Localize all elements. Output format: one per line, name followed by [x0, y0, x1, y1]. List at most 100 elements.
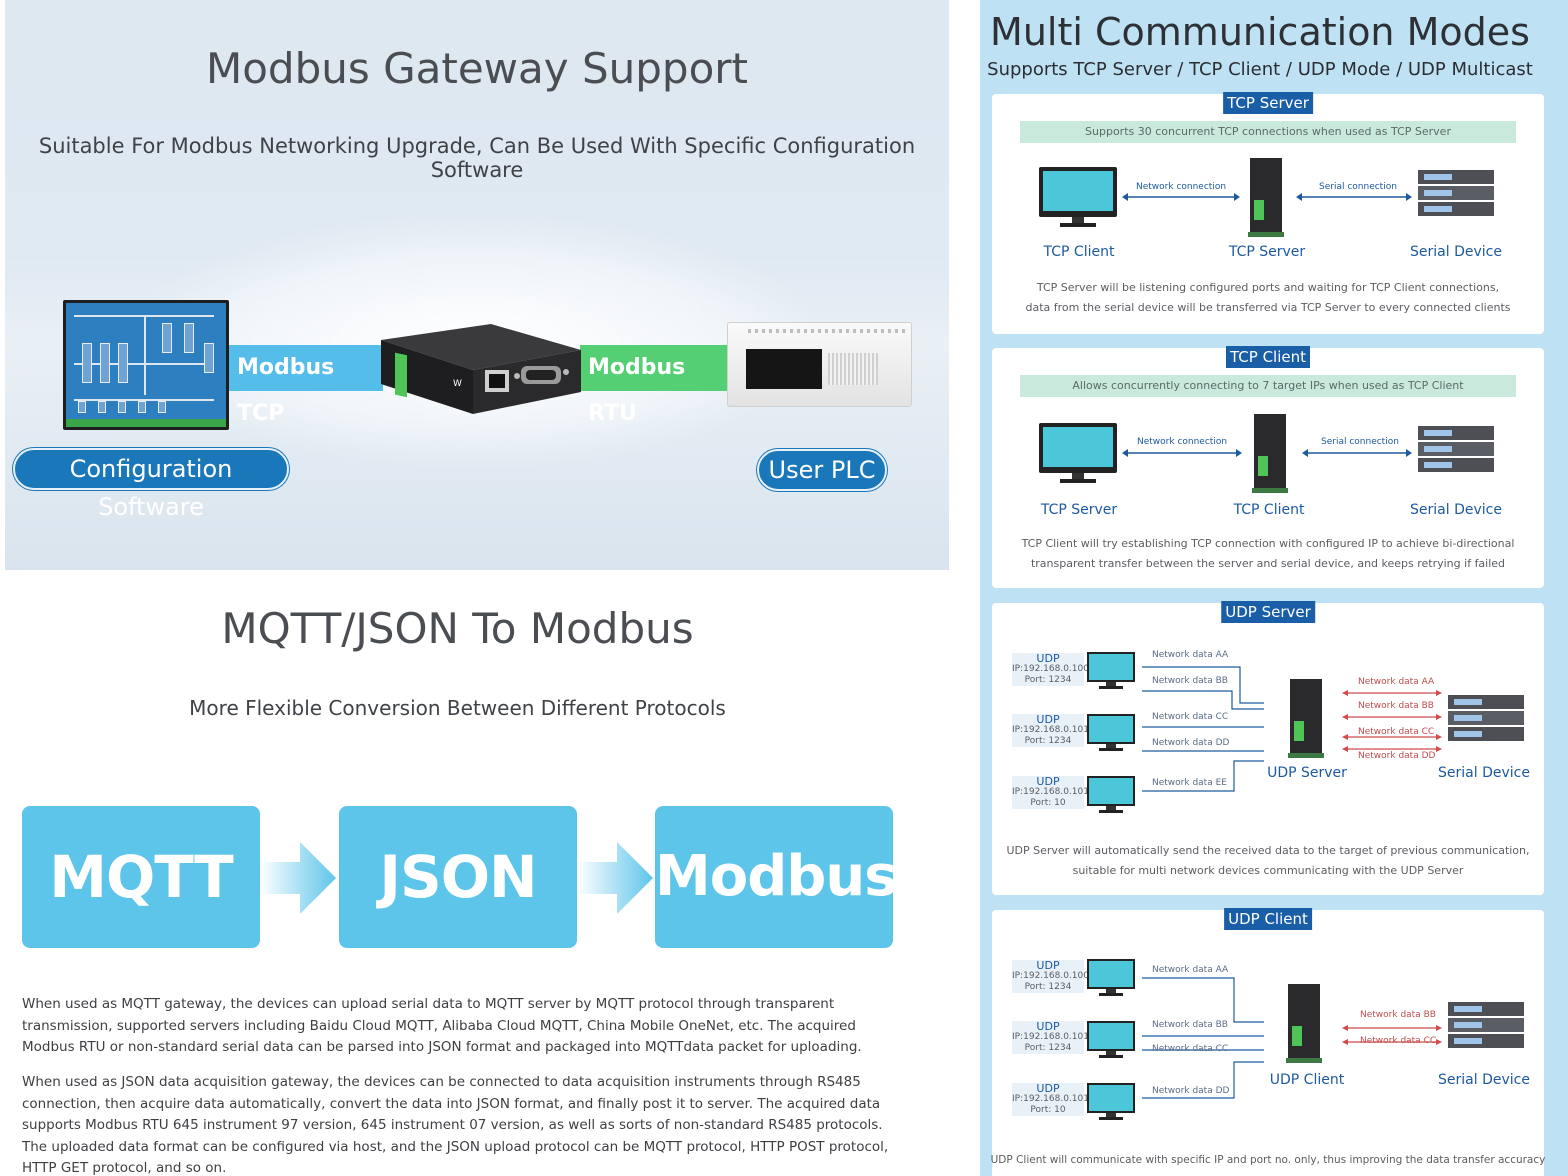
modbus-box: Modbus — [655, 806, 898, 948]
json-box: JSON — [339, 806, 577, 948]
arrow-right-icon — [577, 842, 653, 914]
network-data-label: Network data BB — [1152, 1020, 1228, 1030]
arrow-right-icon — [260, 842, 336, 914]
tcp-server-label: TCP Server — [1040, 502, 1118, 518]
serial-device-icon — [1418, 426, 1494, 472]
tcp-client-tag: TCP Client — [1226, 346, 1310, 368]
serial-connection-arrow — [1296, 193, 1412, 201]
udp-client-desc: UDP Client will communicate with specifi… — [990, 1154, 1546, 1166]
network-data-label: Network data CC — [1152, 712, 1229, 722]
gateway-device-icon — [1252, 414, 1288, 493]
tcp-server-label: TCP Server — [1228, 244, 1306, 260]
tcp-client-desc-2: transparent transfer between the server … — [1030, 557, 1506, 570]
serial-device-label: Serial Device — [1410, 502, 1502, 518]
monitor-icon — [1087, 652, 1135, 689]
gateway-subtitle: Suitable For Modbus Networking Upgrade, … — [38, 134, 916, 182]
modes-title: Multi Communication Modes — [990, 10, 1530, 54]
serial-device-label: Serial Device — [1438, 1072, 1530, 1088]
tcp-server-desc-1: TCP Server will be listening configured … — [1036, 281, 1500, 294]
udp-client-tag: UDP Client — [1224, 908, 1312, 930]
gateway-device-image: W — [381, 324, 581, 414]
serial-data-label: Network data BB — [1358, 701, 1434, 711]
serial-device-label: Serial Device — [1438, 765, 1530, 781]
tcp-client-label: TCP Client — [1233, 502, 1305, 518]
tcp-client-card: TCP Client Allows concurrently connectin… — [992, 346, 1544, 588]
tcp-server-desc-2: data from the serial device will be tran… — [1025, 301, 1511, 314]
tcp-client-band: Allows concurrently connecting to 7 targ… — [1020, 375, 1516, 397]
gateway-device-icon — [1248, 158, 1284, 237]
gateway-title: Modbus Gateway Support — [205, 44, 749, 93]
mqtt-box: MQTT — [22, 806, 260, 948]
udp-client-label: UDP Client — [1269, 1072, 1345, 1088]
modbus-tcp-link: Modbus TCP — [229, 345, 383, 426]
tcp-server-band: Supports 30 concurrent TCP connections w… — [1020, 121, 1516, 143]
tcp-server-tag: TCP Server — [1223, 92, 1313, 114]
modes-subtitle: Supports TCP Server / TCP Client / UDP M… — [987, 59, 1533, 80]
network-data-label: Network data DD — [1152, 738, 1230, 748]
serial-data-label: Network data BB — [1360, 1010, 1436, 1020]
network-connection-arrow — [1122, 193, 1240, 201]
serial-device-icon — [1448, 695, 1524, 741]
gateway-device-icon — [1288, 679, 1324, 758]
net-connection-label: Network connection — [1136, 182, 1227, 192]
monitor-icon — [1087, 1083, 1135, 1120]
network-data-label: Network data CC — [1152, 1044, 1229, 1054]
serial-connection-label: Serial connection — [1319, 182, 1397, 192]
network-data-label: Network data AA — [1152, 965, 1229, 975]
monitor-icon — [1087, 776, 1135, 813]
serial-data-arrows — [1342, 1025, 1442, 1045]
serial-data-arrows — [1342, 690, 1442, 752]
monitor-icon — [1087, 1021, 1135, 1058]
mqtt-paragraph: When used as MQTT gateway, the devices c… — [22, 996, 862, 1055]
net-connection-label: Network connection — [1137, 437, 1228, 447]
serial-data-label: Network data CC — [1360, 1036, 1437, 1046]
configuration-software-screen — [63, 300, 229, 430]
udp-server-desc-1: UDP Server will automatically send the r… — [1006, 844, 1530, 857]
communication-modes-panel: Multi Communication Modes Supports TCP S… — [980, 0, 1568, 1176]
serial-device-icon — [1418, 170, 1494, 216]
network-data-label: Network data DD — [1152, 1086, 1230, 1096]
json-paragraph: When used as JSON data acquisition gatew… — [22, 1074, 889, 1176]
serial-connection-label: Serial connection — [1321, 437, 1399, 447]
serial-data-label: Network data DD — [1358, 751, 1436, 761]
monitor-icon — [1039, 167, 1117, 227]
network-data-label: Network data EE — [1152, 778, 1227, 788]
mqtt-subtitle: More Flexible Conversion Between Differe… — [189, 696, 726, 720]
monitor-icon — [1087, 714, 1135, 751]
configuration-software-button[interactable]: Configuration Software — [13, 448, 289, 521]
tcp-server-card: TCP Server Supports 30 concurrent TCP co… — [992, 92, 1544, 334]
gateway-device-icon — [1286, 984, 1322, 1063]
mqtt-title: MQTT/JSON To Modbus — [221, 604, 694, 653]
udp-server-tag: UDP Server — [1221, 601, 1315, 623]
modbus-rtu-link: Modbus RTU — [580, 345, 730, 426]
serial-connection-arrow — [1302, 449, 1412, 457]
udp-server-desc-2: suitable for multi network devices commu… — [1072, 864, 1464, 877]
serial-device-label: Serial Device — [1410, 244, 1502, 260]
network-data-label: Network data BB — [1152, 676, 1228, 686]
user-plc-button[interactable]: User PLC — [757, 449, 887, 491]
serial-data-label: Network data AA — [1358, 677, 1435, 687]
udp-server-network-lines — [1142, 666, 1264, 792]
user-plc-image — [727, 322, 912, 407]
network-data-label: Network data AA — [1152, 650, 1229, 660]
monitor-icon — [1087, 959, 1135, 996]
serial-data-label: Network data CC — [1358, 727, 1435, 737]
udp-client-network-lines — [1142, 977, 1264, 1099]
modbus-gateway-panel: Modbus Gateway Support Suitable For Modb… — [5, 0, 949, 570]
tcp-client-label: TCP Client — [1043, 244, 1115, 260]
monitor-icon — [1039, 423, 1117, 483]
svg-text:W: W — [453, 379, 462, 389]
serial-device-icon — [1448, 1002, 1524, 1048]
network-connection-arrow — [1122, 449, 1242, 457]
tcp-client-desc-1: TCP Client will try establishing TCP con… — [1021, 537, 1515, 550]
udp-server-label: UDP Server — [1267, 765, 1347, 781]
